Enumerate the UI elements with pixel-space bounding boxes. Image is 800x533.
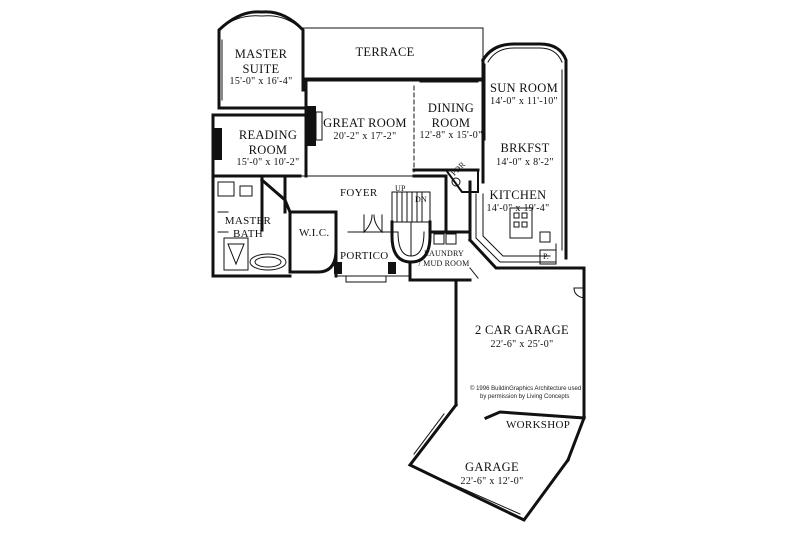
dining-room-name-line1: DINING bbox=[427, 101, 475, 115]
laundry-walls bbox=[408, 230, 479, 282]
garage-dimensions: 22'-6" x 12'-0" bbox=[460, 475, 524, 487]
laundry-name-line2: / MUD ROOM bbox=[418, 259, 470, 268]
copyright-line2: by permission by Living Concepts bbox=[480, 393, 570, 400]
garage-walls bbox=[407, 402, 571, 522]
great-room-name: GREAT ROOM bbox=[323, 116, 407, 130]
kitchen-dimensions: 14'-0" x 19'-4" bbox=[486, 202, 550, 214]
reading-room-name-line1: READING bbox=[238, 128, 298, 142]
pantry-label: P. bbox=[543, 252, 549, 261]
copyright-line1: © 1996 BuildinGraphics Architecture used bbox=[470, 386, 582, 392]
wic-label: W.I.C. bbox=[299, 227, 330, 239]
master-suite-name-line1: MASTER bbox=[234, 47, 288, 61]
reading-room-dimensions: 15'-0" x 10'-2" bbox=[236, 157, 300, 168]
powder-room-walls bbox=[444, 169, 479, 193]
brkfst-dimensions: 14'-0" x 8'-2" bbox=[496, 156, 554, 168]
kitchen-label: KITCHEN 14'-0" x 19'-4" bbox=[482, 189, 554, 214]
portico-outline bbox=[334, 230, 411, 283]
master-bath-label: MASTER BATH bbox=[224, 216, 272, 240]
reading-room-label: READING ROOM 15'-0" x 10'-2" bbox=[226, 129, 310, 168]
garage-doors bbox=[413, 413, 521, 515]
great-room-fireplace-icon bbox=[306, 106, 323, 146]
laundry-label: LAUNDRY / MUD ROOM bbox=[414, 250, 474, 268]
foyer-label: FOYER bbox=[340, 187, 378, 199]
two-car-garage-label: 2 CAR GARAGE 22'-6" x 25'-0" bbox=[462, 324, 582, 350]
sun-room-windows bbox=[484, 47, 563, 251]
great-room-dimensions: 20'-2" x 17'-2" bbox=[333, 130, 397, 142]
sun-room-label: SUN ROOM 14'-0" x 11'-10" bbox=[484, 82, 564, 107]
workshop-label: WORKSHOP bbox=[506, 419, 571, 431]
master-suite-dimensions: 15'-0" x 16'-4" bbox=[229, 76, 293, 87]
foyer-doors bbox=[347, 214, 399, 234]
master-suite-label: MASTER SUITE 15'-0" x 16'-4" bbox=[225, 48, 297, 87]
sun-room-dimensions: 14'-0" x 11'-10" bbox=[490, 95, 558, 107]
master-suite-name-line2: SUITE bbox=[242, 61, 280, 76]
pantry-closet bbox=[539, 249, 557, 265]
garage-label: GARAGE 22'-6" x 12'-0" bbox=[452, 461, 532, 487]
foyer-walls bbox=[283, 174, 448, 234]
garage-side-door bbox=[573, 287, 585, 299]
sun-room-name: SUN ROOM bbox=[489, 81, 559, 95]
reading-room-name-line2: ROOM bbox=[248, 142, 288, 157]
stairs-up-label: UP bbox=[395, 184, 406, 193]
portico-label: PORTICO bbox=[340, 250, 389, 262]
master-suite-windows bbox=[221, 15, 299, 101]
two-car-garage-name: 2 CAR GARAGE bbox=[475, 323, 569, 337]
master-suite-walls bbox=[217, 10, 305, 110]
great-room-label: GREAT ROOM 20'-2" x 17'-2" bbox=[318, 117, 412, 142]
two-car-garage-dimensions: 22'-6" x 25'-0" bbox=[490, 338, 554, 350]
dining-room-label: DINING ROOM 12'-8" x 15'-0" bbox=[414, 102, 488, 141]
garage-name: GARAGE bbox=[465, 460, 519, 474]
master-bath-walls bbox=[211, 174, 292, 278]
two-car-garage-walls bbox=[454, 266, 586, 420]
laundry-name-line1: LAUNDRY bbox=[423, 249, 465, 258]
stairs-down-label: DN bbox=[415, 195, 427, 204]
dining-room-name-line2: ROOM bbox=[431, 115, 471, 130]
brkfst-name: BRKFST bbox=[500, 141, 550, 155]
master-bath-fixtures bbox=[217, 181, 287, 271]
wic-walls bbox=[259, 177, 338, 274]
reading-fireplace-icon bbox=[213, 128, 222, 160]
brkfst-label: BRKFST 14'-0" x 8'-2" bbox=[488, 142, 562, 168]
sun-room-walls bbox=[480, 42, 568, 260]
dining-room-dimensions: 12'-8" x 15'-0" bbox=[419, 130, 483, 141]
workshop-walls bbox=[484, 410, 587, 462]
kitchen-name: KITCHEN bbox=[489, 188, 547, 202]
master-bath-name-line2: BATH bbox=[233, 228, 263, 240]
terrace-label: TERRACE bbox=[355, 45, 415, 59]
master-bath-name-line1: MASTER bbox=[224, 215, 272, 227]
copyright-notice: © 1996 BuildinGraphics Architecture used… bbox=[470, 386, 581, 401]
